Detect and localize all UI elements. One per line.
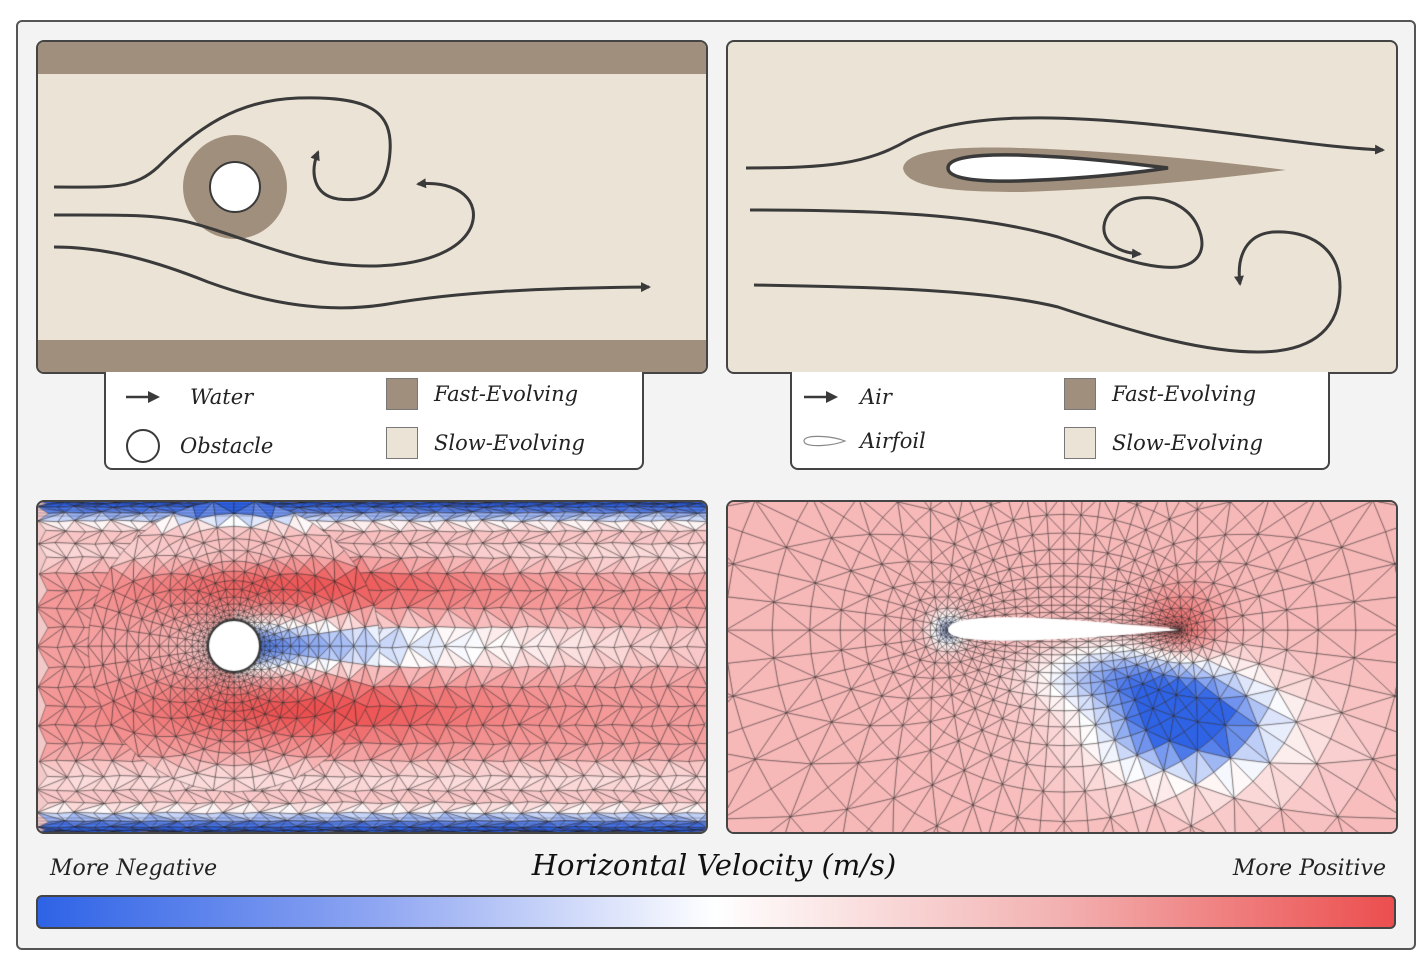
streamline-bottom [53,245,651,310]
legend-item-fast: Fast-Evolving [1064,378,1256,410]
legend-item-air: Air [802,385,892,409]
airfoil-shape [946,153,1169,183]
cylinder-velocity-mesh [36,500,708,834]
fast-evolving-swatch [386,378,418,410]
airfoil-legend: Air Airfoil Fast-Evolving Slow-Evolving [790,372,1330,470]
airfoil-flow-schematic [726,40,1398,374]
streamline-wake-vortex [749,196,1204,269]
cylinder-flow-schematic [36,40,708,374]
airfoil-mesh-canvas [728,502,1396,832]
colorbar-title: Horizontal Velocity (m/s) [531,848,897,882]
fast-evolving-swatch [1064,378,1096,410]
legend-label-airfoil: Airfoil [860,429,926,453]
legend-item-airfoil: Airfoil [802,429,926,453]
streamline-upper [745,116,1385,170]
colorbar-negative-label: More Negative [50,856,218,881]
colorbar-positive-label: More Positive [1232,856,1386,881]
obstacle-circle-icon [126,429,160,463]
cylinder-schematic-svg [38,42,706,372]
legend-item-fast: Fast-Evolving [386,378,578,410]
legend-label-air: Air [860,385,892,409]
legend-label-slow: Slow-Evolving [434,431,585,455]
streamline-lower-vortex [753,230,1342,354]
legend-item-slow: Slow-Evolving [386,427,585,459]
legend-label-obstacle: Obstacle [180,434,274,458]
airfoil-velocity-mesh [726,500,1398,834]
obstacle-circle [209,161,261,213]
flow-arrow-icon [126,391,160,403]
legend-item-slow: Slow-Evolving [1064,427,1263,459]
velocity-colorbar [36,895,1396,929]
top-wall-fast-region [38,42,706,74]
airfoil-schematic-svg [745,116,1385,354]
bottom-wall-fast-region [38,340,706,372]
slow-evolving-swatch [386,427,418,459]
streamline-lower-vortex [53,178,475,268]
legend-label-fast: Fast-Evolving [1112,382,1257,406]
slow-evolving-swatch [1064,427,1096,459]
airfoil-icon [803,435,846,447]
legend-label-slow: Slow-Evolving [1112,431,1263,455]
legend-label-fast: Fast-Evolving [434,382,579,406]
flow-arrow-icon [804,391,838,403]
legend-item-water: Water [124,385,253,409]
streamline-upper-vortex [53,96,392,202]
cylinder-mesh-canvas [38,502,706,832]
legend-item-obstacle: Obstacle [124,427,273,465]
cylinder-legend: Water Obstacle Fast-Evolving Slow-Evolvi… [104,372,644,470]
legend-label-water: Water [190,385,254,409]
